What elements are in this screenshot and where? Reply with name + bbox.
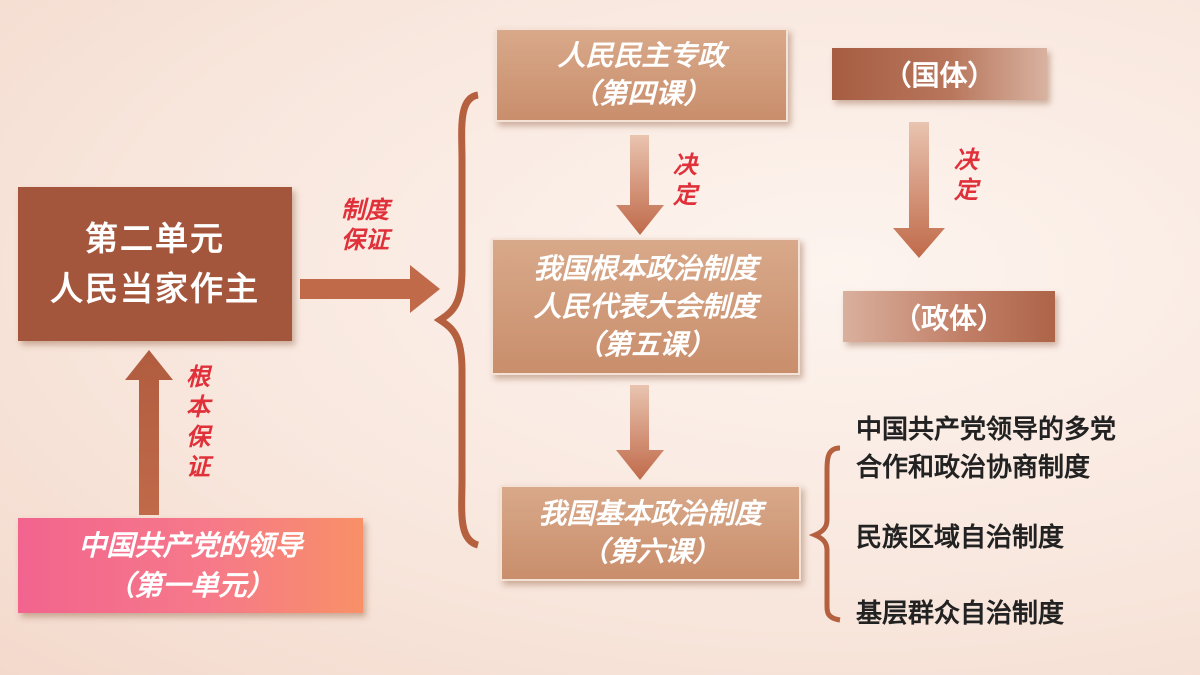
unit-box-line1: 第二单元 bbox=[85, 219, 225, 258]
arrow-down-determine-1 bbox=[616, 135, 664, 235]
arrow-down-fundamental-basic bbox=[616, 385, 664, 480]
arrow-up-fundamental bbox=[125, 350, 173, 515]
label-determine-1: 决 定 bbox=[673, 151, 697, 209]
list-item-cpc-multiparty: 中国共产党领导的多党 合作和政治协商制度 bbox=[856, 415, 1117, 483]
brace-right-small bbox=[808, 445, 841, 623]
party-box-line1: 中国共产党的领导 bbox=[78, 528, 303, 562]
party-box-line2: （第一单元） bbox=[106, 568, 275, 602]
dictatorship-box-line2: （第四课） bbox=[571, 77, 712, 110]
unit-box-line2: 人民当家作主 bbox=[50, 269, 260, 308]
basic-system-box: 我国基本政治制度 （第六课） bbox=[500, 485, 801, 581]
brace-left-large bbox=[433, 91, 480, 549]
basic-box-line2: （第六课） bbox=[580, 535, 721, 568]
label-fundamental-guarantee: 根 本 保 证 bbox=[186, 363, 210, 481]
party-leadership-box: 中国共产党的领导 （第一单元） bbox=[18, 518, 363, 613]
state-system-box: （国体） bbox=[832, 48, 1047, 100]
label-determine-2: 决 定 bbox=[954, 146, 978, 204]
fundamental-box-line1: 我国根本政治制度 bbox=[533, 251, 758, 285]
dictatorship-box-line1: 人民民主专政 bbox=[557, 39, 726, 72]
list-item-grassroots-autonomy: 基层群众自治制度 bbox=[856, 599, 1065, 629]
government-system-label: （政体） bbox=[892, 301, 1005, 335]
arrow-right-guarantee bbox=[300, 265, 440, 313]
unit-box: 第二单元 人民当家作主 bbox=[18, 187, 292, 341]
arrow-down-determine-2 bbox=[893, 122, 945, 258]
fundamental-box-line2: 人民代表大会制度 bbox=[533, 289, 758, 323]
dictatorship-box: 人民民主专政 （第四课） bbox=[495, 28, 788, 122]
basic-box-line1: 我国基本政治制度 bbox=[538, 497, 763, 530]
list-item-regional-autonomy: 民族区域自治制度 bbox=[856, 523, 1065, 553]
government-system-box: （政体） bbox=[843, 291, 1055, 342]
fundamental-box-line3: （第五课） bbox=[575, 327, 716, 361]
state-system-label: （国体） bbox=[883, 59, 996, 92]
label-institutional-guarantee: 制度 保证 bbox=[341, 196, 389, 254]
fundamental-system-box: 我国根本政治制度 人民代表大会制度 （第五课） bbox=[491, 238, 800, 375]
